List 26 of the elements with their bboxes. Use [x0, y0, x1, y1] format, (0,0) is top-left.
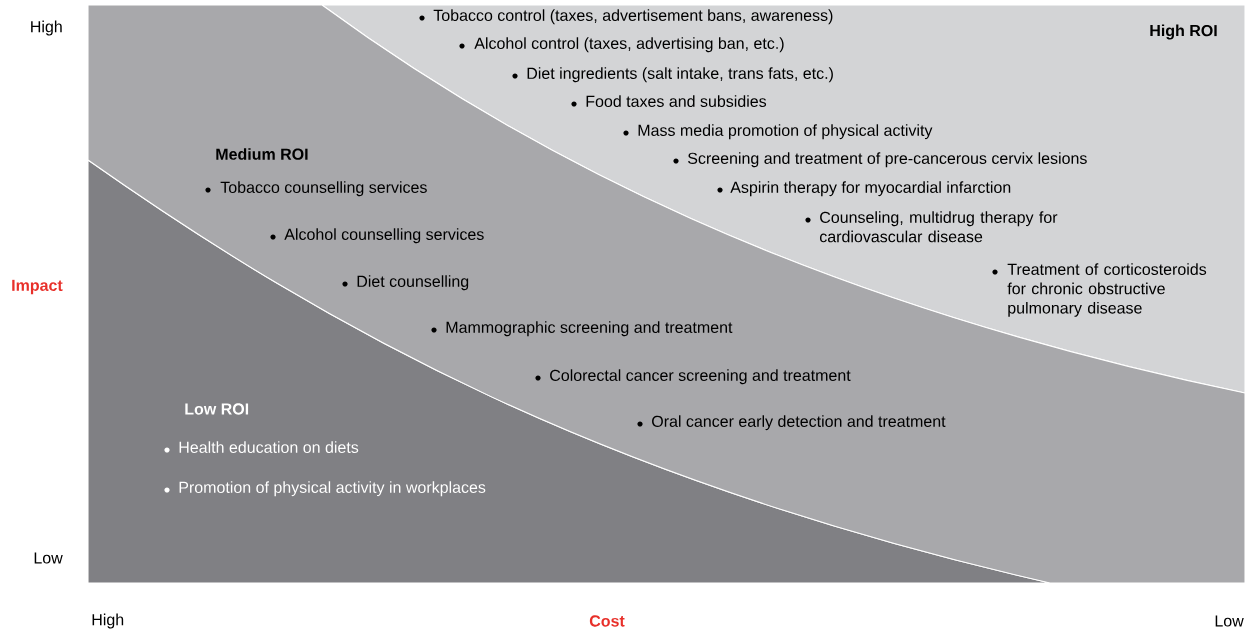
list-item: Alcohol control (taxes, advertising ban, etc.) — [459, 37, 784, 53]
axis-label: Impact — [12, 279, 63, 295]
band-heading: Medium ROI — [216, 148, 308, 160]
list-item: Mass media promotion of physical activity — [623, 124, 933, 140]
list-item: Health education on diets — [164, 441, 359, 453]
axis-label: Low — [34, 552, 63, 564]
band-heading: Low ROI — [185, 403, 249, 415]
list-item: Alcohol counselling services — [270, 228, 484, 244]
list-item: Diet ingredients (salt intake, trans fats, etc.) — [512, 67, 833, 83]
list-item: Tobacco control (taxes, advertisement bans, awareness) — [419, 9, 833, 25]
list-item: Tobacco counselling services — [205, 181, 427, 197]
list-item: Oral cancer early detection and treatment — [637, 415, 946, 431]
axis-label: Cost — [589, 615, 625, 627]
axis-label: Low — [1215, 615, 1244, 627]
band-heading: High ROI — [1150, 24, 1217, 40]
list-item: Food taxes and subsidies — [571, 95, 767, 107]
list-item: Diet counselling — [342, 275, 469, 291]
list-item: Counseling, multidrug therapy for cardiovascular disease — [805, 211, 1058, 243]
list-item: Promotion of physical activity in workplaces — [164, 481, 486, 497]
list-item: Treatment of corticosteroids for chronic obstructive pulmonary disease — [992, 263, 1207, 317]
list-item: Colorectal cancer screening and treatment — [535, 369, 851, 385]
list-item: Mammographic screening and treatment — [431, 321, 733, 337]
list-item: Aspirin therapy for myocardial infarction — [717, 181, 1011, 197]
axis-label: High — [92, 613, 124, 629]
list-item: Screening and treatment of pre-cancerous cervix lesions — [673, 152, 1087, 168]
axis-label: High — [31, 20, 62, 36]
